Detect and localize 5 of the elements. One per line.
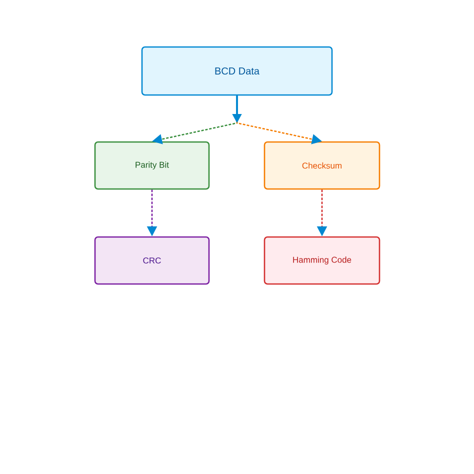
process-box: Parity Bit (94, 141, 210, 190)
process-box: Hamming Code (264, 236, 380, 285)
process-box: CRC (94, 236, 210, 285)
process-box: BCD Data (141, 46, 333, 96)
process-box: Checksum (264, 141, 380, 190)
